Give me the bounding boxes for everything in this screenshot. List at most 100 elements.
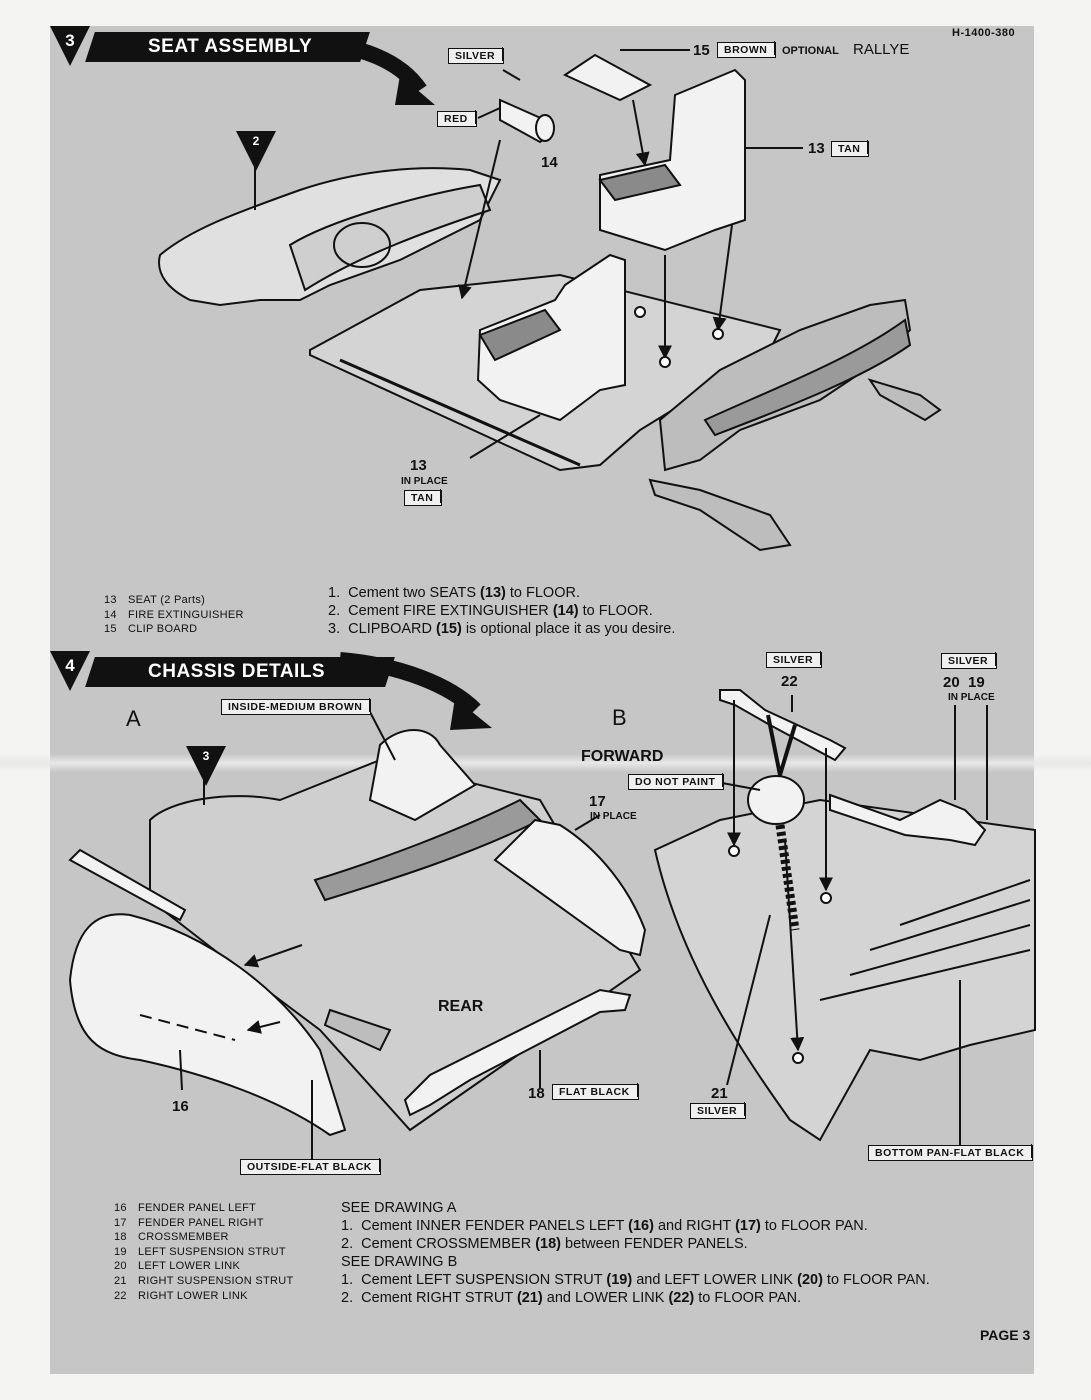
in-place-text: IN PLACE	[401, 476, 448, 487]
seat-assembly-arrowhead	[395, 75, 435, 105]
instruction-step: 1. Cement two SEATS (13) to FLOOR.	[328, 585, 580, 601]
rear-bumper	[703, 318, 912, 437]
fender-panel-left	[68, 913, 347, 1137]
drawing-b	[653, 689, 1036, 1142]
part-13-bottom-label: 13	[410, 457, 427, 474]
rallye-text: RALLYE	[853, 41, 910, 58]
chassis-details-banner: 4 CHASSIS DETAILS	[50, 651, 410, 691]
step-badge	[50, 26, 90, 66]
see-drawing-b: SEE DRAWING B	[341, 1254, 458, 1270]
part-14-label: 14	[541, 154, 558, 171]
clipboard	[562, 53, 653, 102]
right-suspension-arm	[867, 378, 942, 422]
in-place-17: IN PLACE	[590, 811, 637, 822]
drawing-a-label: A	[126, 706, 141, 731]
part-18-label: 18	[528, 1085, 545, 1102]
part-16-label: 16	[172, 1098, 189, 1115]
inside-panel-a	[368, 729, 477, 822]
in-place-20-19: IN PLACE	[948, 692, 995, 703]
tag-flat-black: FLAT BLACK	[552, 1083, 639, 1100]
tag-inside-medium-brown: INSIDE-MEDIUM BROWN	[221, 698, 372, 715]
drawing-a-leaders	[139, 711, 601, 1160]
strut-21-spring	[775, 824, 800, 931]
bottom-pan-grid	[819, 879, 1031, 1001]
step-badge	[50, 651, 90, 691]
drawing-b-label: B	[612, 705, 627, 730]
part-20-19-label: 20 19	[943, 674, 985, 691]
tag-tan-top: TAN	[831, 140, 870, 157]
ref-triangle	[236, 131, 276, 171]
tag-bottom-pan-flat-black: BOTTOM PAN-FLAT BLACK	[868, 1144, 1034, 1161]
seat-in-place	[476, 253, 626, 422]
part-22-label: 22	[781, 673, 798, 690]
ref-triangle	[186, 746, 226, 786]
section-title: CHASSIS DETAILS	[148, 661, 326, 682]
steering-wheel	[333, 222, 391, 268]
floor-pan-b	[653, 798, 1036, 1142]
seat-exploded	[599, 68, 746, 252]
step-number: 4	[65, 656, 75, 675]
tag-do-not-paint: DO NOT PAINT	[628, 773, 725, 790]
reference-marker-2: 2	[236, 131, 276, 171]
part-13-top-label: 13	[808, 140, 825, 157]
forward-label: FORWARD	[581, 748, 664, 765]
strut-22-brace	[766, 714, 797, 776]
car-interior-drawing	[158, 53, 942, 552]
seat-assembly-banner: 3 SEAT ASSEMBLY	[50, 26, 380, 66]
suspension-a	[323, 1008, 392, 1052]
tag-red: RED	[437, 110, 477, 127]
ref-number: 2	[252, 134, 260, 148]
page-number: PAGE 3	[980, 1327, 1031, 1343]
instruction-step: 2. Cement RIGHT STRUT (21) and LOWER LIN…	[341, 1290, 802, 1306]
tag-tan-bottom: TAN	[404, 489, 443, 506]
tag-silver-20-19: SILVER	[941, 652, 998, 669]
seat-assembly-leaders	[254, 49, 803, 459]
part-15-label: 15	[693, 42, 710, 59]
paper-fold-line	[0, 754, 1091, 772]
optional-text: OPTIONAL	[782, 45, 839, 57]
left-rail-a	[68, 848, 187, 922]
ref-number: 3	[202, 749, 210, 763]
part-21-label: 21	[711, 1085, 728, 1102]
document-code: H-1400-380	[952, 27, 1016, 39]
see-drawing-a: SEE DRAWING A	[341, 1200, 457, 1216]
chassis-steps: SEE DRAWING A 1. Cement INNER FENDER PAN…	[341, 1199, 930, 1307]
step-number: 3	[65, 31, 75, 50]
drawing-b-leaders	[721, 695, 988, 1145]
crossmember	[403, 988, 632, 1117]
instruction-step: 2. Cement FIRE EXTINGUISHER (14) to FLOO…	[328, 603, 653, 619]
part-17-label: 17	[589, 793, 606, 810]
instruction-step: 2. Cement CROSSMEMBER (18) between FENDE…	[341, 1236, 748, 1252]
lower-link-22	[719, 689, 847, 762]
strut-19-20	[829, 793, 987, 847]
seat-steps: 1. Cement two SEATS (13) to FLOOR. 2. Ce…	[328, 584, 675, 638]
fender-panel-right	[493, 818, 647, 957]
reference-marker-3: 3	[186, 746, 226, 786]
instruction-step: 1. Cement LEFT SUSPENSION STRUT (19) and…	[341, 1272, 930, 1288]
drawing-a	[68, 729, 647, 1137]
chassis-details-arrowhead	[450, 698, 492, 730]
strut-21-top	[747, 775, 805, 825]
rear-suspension-arm	[648, 478, 792, 552]
instruction-step: 1. Cement INNER FENDER PANELS LEFT (16) …	[341, 1218, 868, 1234]
tag-outside-flat-black: OUTSIDE-FLAT BLACK	[240, 1158, 381, 1175]
instruction-step: 3. CLIPBOARD (15) is optional place it a…	[328, 621, 676, 637]
floor-rail	[339, 358, 581, 467]
tag-silver-21: SILVER	[690, 1102, 747, 1119]
rear-label: REAR	[438, 998, 484, 1015]
dash-panel	[288, 183, 492, 292]
